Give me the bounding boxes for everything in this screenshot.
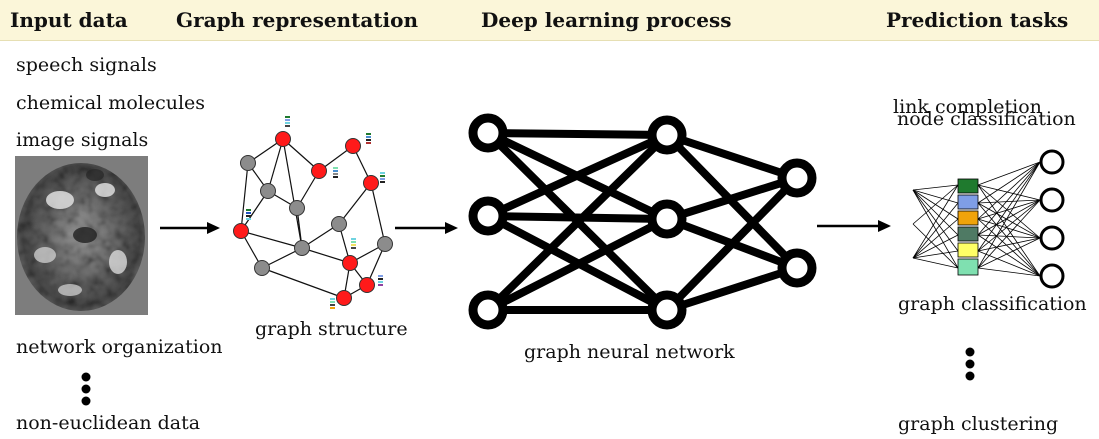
- graph-structure-label: graph structure: [255, 318, 408, 340]
- arrow-input-to-graph: [160, 222, 220, 234]
- header-prediction-tasks: Prediction tasks: [886, 8, 1069, 32]
- neural-network-diagram: [468, 113, 817, 330]
- arrow-network-to-prediction: [817, 220, 891, 232]
- ellipsis-dots-right: [965, 347, 975, 381]
- input-item-network-organization: network organization: [16, 336, 223, 358]
- graph-neural-network-label: graph neural network: [524, 341, 735, 363]
- prediction-item-node-classification: node classification: [897, 108, 1076, 130]
- input-item-chemical-molecules: chemical molecules: [16, 92, 206, 114]
- arrow-graph-to-network: [395, 222, 458, 234]
- graph-structure-diagram: [233, 116, 393, 309]
- input-item-image-signals: image signals: [16, 129, 149, 151]
- input-item-speech-signals: speech signals: [16, 54, 157, 76]
- header-graph-representation: Graph representation: [176, 8, 419, 32]
- ellipsis-dots-left: [81, 372, 91, 406]
- prediction-item-graph-clustering: graph clustering: [898, 413, 1059, 435]
- header-bar: Input data Graph representation Deep lea…: [0, 0, 1099, 41]
- prediction-item-graph-classification: graph classification: [898, 293, 1087, 315]
- header-deep-learning-process: Deep learning process: [481, 8, 732, 32]
- image-signal-thumbnail: [15, 156, 148, 315]
- node-feature-glyphs: [246, 116, 385, 309]
- prediction-item-link-completion: link completion: [893, 96, 1042, 118]
- header-input-data: Input data: [10, 8, 128, 32]
- prediction-network-diagram: [912, 149, 1065, 289]
- input-item-non-euclidean-data: non-euclidean data: [16, 412, 201, 434]
